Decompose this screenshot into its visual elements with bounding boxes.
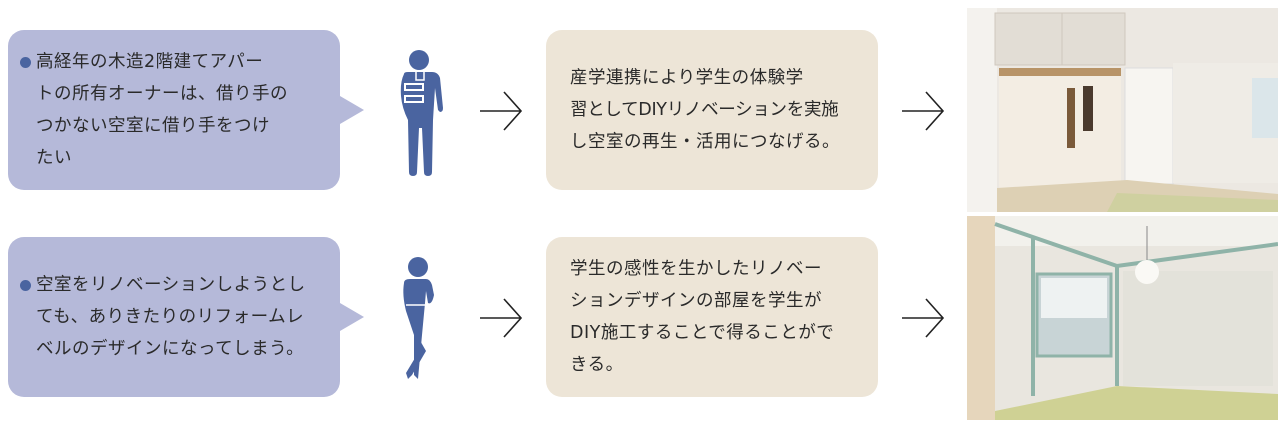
tatami-room-photo — [967, 216, 1278, 420]
text-line: 産学連携により学生の体験学 — [570, 68, 804, 88]
solution-box-2: 学生の感性を生かしたリノベー ションデザインの部屋を学生が DIY施工することで… — [546, 237, 878, 397]
bullet-icon — [20, 280, 31, 291]
bullet-icon — [20, 57, 31, 68]
text-line: きる。 — [570, 355, 624, 375]
text-line: ションデザインの部屋を学生が — [570, 291, 822, 311]
text-line: DIY施工することで得ることがで — [570, 323, 835, 343]
text-line: つかない空室に借り手をつけ — [36, 116, 270, 136]
arrow-right-icon — [480, 91, 523, 131]
text-line: 空室をリノベーションしようとし — [36, 275, 306, 295]
arrow-right-icon — [902, 91, 945, 131]
arrow-right-icon — [480, 298, 523, 338]
arrow-right-icon — [902, 298, 945, 338]
problem-bubble-1: 高経年の木造2階建てアパー トの所有オーナーは、借り手の つかない空室に借り手を… — [8, 30, 364, 190]
person-thinking-icon — [403, 257, 434, 379]
text-line: ても、ありきたりのリフォームレ — [36, 307, 305, 327]
text-line: 高経年の木造2階建てアパー — [36, 52, 264, 72]
person-holding-book-icon — [400, 50, 443, 176]
problem-text: 空室をリノベーションしようとし — [20, 269, 340, 301]
problem-text: 高経年の木造2階建てアパー — [20, 46, 340, 78]
text-line: ベルのデザインになってしまう。 — [36, 339, 305, 359]
text-line: 学生の感性を生かしたリノベー — [570, 259, 822, 279]
solution-box-1: 産学連携により学生の体験学 習としてDIYリノベーションを実施 し空室の再生・活… — [546, 30, 878, 190]
text-line: たい — [36, 148, 72, 168]
problem-bubble-2: 空室をリノベーションしようとし ても、ありきたりのリフォームレ ベルのデザインに… — [8, 237, 364, 397]
closet-room-photo — [967, 8, 1278, 212]
text-line: トの所有オーナーは、借り手の — [36, 84, 288, 104]
text-line: し空室の再生・活用につなげる。 — [570, 132, 840, 152]
text-line: 習としてDIYリノベーションを実施 — [570, 100, 839, 120]
